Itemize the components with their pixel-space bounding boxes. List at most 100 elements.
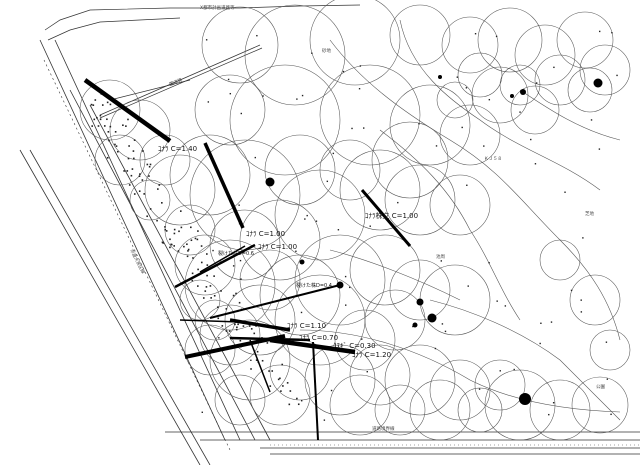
- canopy-circle: [164, 204, 216, 256]
- trunk-dot: [412, 322, 418, 328]
- tree-point: [161, 202, 163, 204]
- tree-point: [213, 275, 215, 277]
- canopy-circle: [471, 66, 529, 124]
- tree-point: [138, 190, 141, 192]
- tree-point: [456, 76, 459, 78]
- canopy-circle: [477, 7, 543, 73]
- canopy-circle: [239, 199, 321, 281]
- tree-point: [610, 413, 612, 416]
- canopy-circle: [389, 84, 471, 166]
- annotation-a2: ｺﾅﾗ C=1.00: [246, 230, 285, 238]
- contours: [299, 19, 621, 421]
- tree-point: [187, 250, 189, 252]
- tree-point: [248, 325, 251, 327]
- tree-point: [499, 370, 501, 372]
- tree-point: [300, 311, 303, 314]
- tree-point: [170, 243, 172, 246]
- canopy-circle: [144, 154, 216, 226]
- tree-point: [234, 323, 236, 326]
- tree-point: [173, 228, 176, 231]
- tree-point: [146, 163, 149, 166]
- tree-point: [488, 98, 491, 101]
- tree-point: [306, 214, 308, 217]
- tree-point: [461, 126, 463, 129]
- canopy-circle: [539, 239, 581, 281]
- tree-point: [239, 339, 242, 342]
- canopy-circle: [224, 284, 296, 356]
- canopy-circle: [371, 121, 449, 199]
- tree-point: [519, 111, 521, 113]
- tree-point: [157, 188, 159, 190]
- canopy-circle: [274, 274, 366, 366]
- canopy-circle: [349, 344, 411, 406]
- tree-point: [197, 230, 199, 232]
- trunk-dot: [427, 313, 437, 323]
- tree-point: [358, 87, 361, 90]
- tree-point: [177, 250, 180, 252]
- tree-point: [616, 74, 618, 77]
- tree-point: [192, 257, 194, 259]
- annotation-a9: ｸﾇｷﾞ C=0.30: [333, 342, 376, 350]
- canopy-circle: [249, 364, 311, 426]
- tree-point: [133, 193, 136, 195]
- canopy-circle: [556, 11, 614, 69]
- tree-point: [123, 170, 125, 172]
- canopy-circle: [529, 379, 591, 441]
- park-label: 公園: [596, 384, 605, 390]
- tree-point: [190, 226, 192, 229]
- trunk-dot: [438, 75, 442, 79]
- canopy-circle: [174, 234, 236, 296]
- tree-point: [122, 124, 124, 127]
- canopy-circle: [184, 324, 236, 376]
- tree-point: [149, 208, 152, 210]
- tree-canopies: [79, 0, 631, 441]
- tree-point: [205, 39, 208, 41]
- tree-point: [142, 150, 144, 152]
- canopy-circle: [484, 369, 556, 441]
- canopy-circle: [389, 4, 451, 66]
- tree-point: [196, 238, 199, 241]
- tree-point: [366, 371, 368, 373]
- tree-point: [261, 359, 264, 362]
- tree-point: [229, 92, 232, 95]
- tree-point: [434, 347, 437, 350]
- tree-point: [161, 241, 164, 244]
- tree-point: [345, 304, 347, 306]
- property-boundary: [44, 4, 361, 119]
- tree-point: [323, 419, 326, 421]
- tree-point: [212, 249, 214, 252]
- bottom-label: 道路境界線: [372, 425, 395, 432]
- tree-annotations: ｺﾅﾗ C=1.40 ｺﾅﾗ C=1.00 ｺﾅﾗ C=1.00 ｺﾅﾗ株立 C…: [158, 145, 418, 359]
- tree-point: [359, 65, 362, 67]
- canopy-circle: [429, 174, 491, 236]
- tree-point: [550, 321, 553, 323]
- pond-label: 池周: [436, 253, 445, 260]
- tree-point: [240, 278, 242, 280]
- tree-point: [250, 359, 252, 362]
- canopy-circle: [510, 85, 560, 135]
- annotation-a8: ｺﾅﾗ C=0.70: [299, 334, 338, 342]
- canopy-circle: [514, 24, 576, 86]
- tree-point: [107, 131, 110, 133]
- tree-point: [138, 175, 141, 177]
- tree-point: [332, 152, 335, 155]
- tree-point: [344, 275, 347, 278]
- tree-point: [466, 184, 468, 186]
- tree-point: [580, 299, 582, 301]
- tree-point: [190, 239, 193, 242]
- tree-point: [146, 215, 148, 218]
- tree-point: [206, 253, 208, 255]
- tree-point: [235, 328, 238, 331]
- tree-point: [125, 125, 127, 127]
- canopy-circle: [567, 67, 613, 113]
- tree-point: [606, 378, 609, 380]
- canopy-circle: [184, 239, 276, 331]
- tree-point: [535, 82, 538, 84]
- tree-point: [483, 145, 485, 147]
- trunk-markers: [265, 75, 603, 405]
- tree-point: [99, 118, 102, 121]
- tree-point: [235, 292, 237, 295]
- canopy-circle: [309, 0, 401, 86]
- tree-point: [228, 330, 231, 332]
